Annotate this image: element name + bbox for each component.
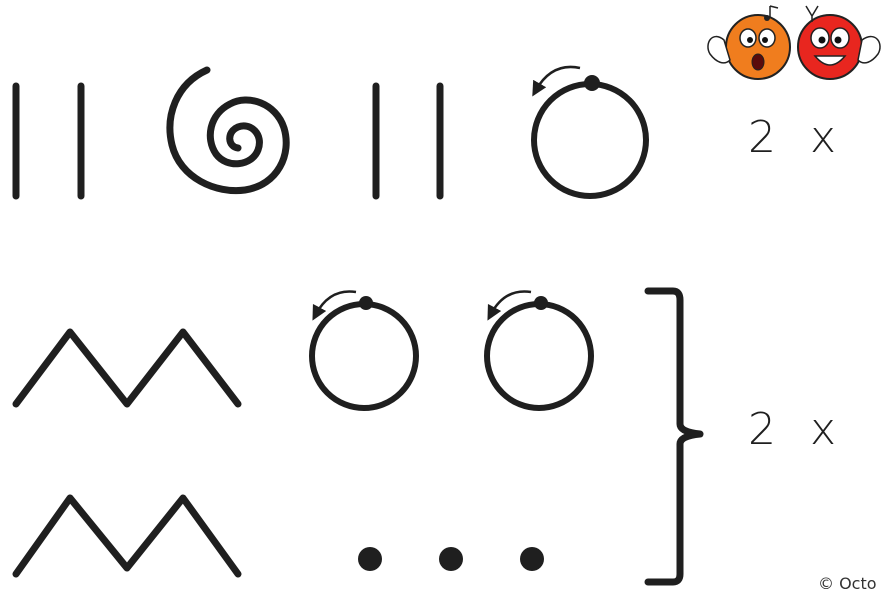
copyright-text: © Octo <box>818 574 877 593</box>
dots-group <box>358 547 544 571</box>
dot-icon <box>358 547 382 571</box>
zigzag-icon <box>16 498 238 574</box>
spiral-icon <box>170 70 286 191</box>
zigzag-icon <box>16 332 238 404</box>
circle-with-arrow-icon <box>534 67 646 196</box>
circle-with-arrow-icon <box>312 291 416 408</box>
brace-icon <box>648 291 700 582</box>
double-bar-left <box>16 86 81 196</box>
dot-icon <box>520 547 544 571</box>
dot-icon <box>439 547 463 571</box>
repeat-label-bottom: 2 x <box>748 404 846 455</box>
singing-faces-logo <box>708 6 880 79</box>
double-bar-middle <box>376 86 440 196</box>
circle-with-arrow-icon <box>487 291 591 408</box>
repeat-label-top: 2 x <box>748 112 846 163</box>
